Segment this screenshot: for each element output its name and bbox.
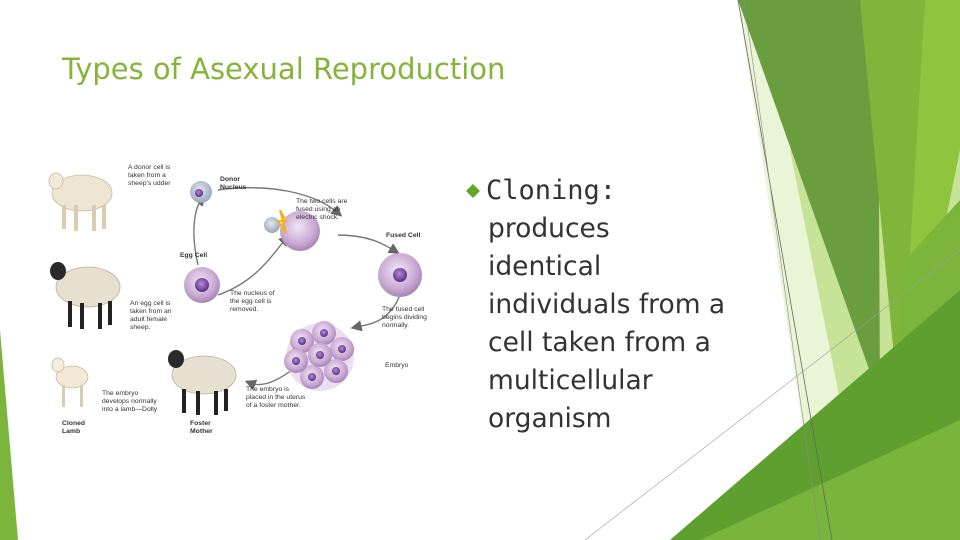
arrow-to-fused-cell bbox=[337, 234, 400, 254]
left-edge-facet bbox=[0, 330, 18, 540]
donor-cell bbox=[190, 181, 212, 203]
fusing-cells bbox=[264, 209, 320, 251]
cloned-lamb-image bbox=[51, 357, 89, 407]
thin-line-1 bbox=[737, 0, 833, 540]
foster-mother-sheep-image bbox=[168, 350, 237, 415]
nucleus-removed-label: The nucleus of the egg cell is removed. bbox=[230, 290, 276, 313]
dividing-label: The fused cell begins dividing normally. bbox=[382, 306, 429, 329]
thin-line-3 bbox=[584, 249, 960, 540]
fused-cell bbox=[378, 253, 422, 297]
embryo-placed-label: The embryo is placed in the uterus of a … bbox=[246, 386, 307, 409]
donor-sheep-image bbox=[48, 172, 113, 231]
slide-title: Types of Asexual Reproduction bbox=[62, 52, 506, 86]
bottom-facet bbox=[700, 420, 960, 540]
embryo-label: Embryo bbox=[385, 362, 409, 369]
lamb-text-label: The embryo develops normally into a lamb… bbox=[102, 390, 159, 413]
cycle-arrows bbox=[193, 187, 401, 391]
diamond-bullet-icon bbox=[466, 184, 480, 198]
cloned-lamb-label: Cloned Lamb bbox=[62, 420, 87, 435]
bullet-heading: Cloning: bbox=[486, 175, 617, 206]
fuse-text-label: The two cells are fused using an electri… bbox=[296, 198, 349, 221]
dark-facet-upper bbox=[738, 0, 880, 400]
arrow-egg-to-fuse bbox=[217, 235, 290, 296]
bullet-body-text: produces identical individuals from a ce… bbox=[488, 213, 726, 434]
thin-line-2 bbox=[743, 0, 821, 540]
egg-donor-sheep-image bbox=[50, 262, 121, 329]
egg-cell-label: Egg Cell bbox=[180, 252, 207, 259]
egg-taken-label: An egg cell is taken from an adult femal… bbox=[130, 300, 173, 331]
cloning-bullet: Cloning: produces identical individuals … bbox=[466, 172, 766, 438]
arrow-donor-to-fuse bbox=[217, 187, 343, 217]
mid-facet bbox=[860, 0, 925, 420]
donor-text-label: A donor cell is taken from a sheep's udd… bbox=[128, 164, 172, 187]
arrow-to-embryo bbox=[350, 294, 401, 332]
foster-mother-label: Foster Mother bbox=[190, 420, 213, 435]
donor-nucleus-label: Donor Nucleus bbox=[220, 176, 247, 191]
cloning-diagram: A donor cell is taken from a sheep's udd… bbox=[48, 164, 429, 435]
fused-cell-label: Fused Cell bbox=[386, 232, 420, 239]
embryo-cluster bbox=[284, 321, 354, 391]
egg-cell bbox=[184, 267, 220, 303]
bullet-heading-row: Cloning: bbox=[466, 172, 766, 210]
